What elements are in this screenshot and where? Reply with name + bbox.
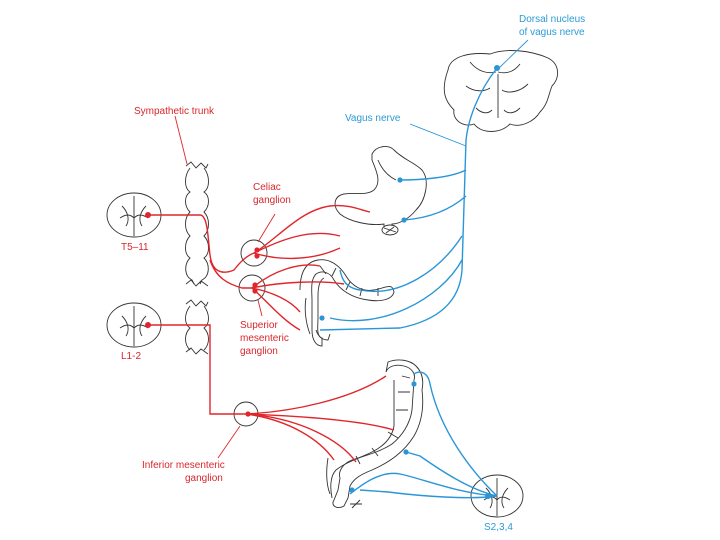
- label-superior-mesenteric: Superior: [240, 320, 278, 331]
- leader-lines: [174, 39, 529, 459]
- colon-icon: [326, 359, 424, 509]
- label-superior-mesenteric-2: mesenteric: [240, 333, 289, 344]
- label-l1-2: L1-2: [121, 351, 141, 362]
- label-inferior-mesenteric: Inferior mesenteric: [142, 460, 225, 471]
- parasympathetic-pathways: [319, 65, 500, 499]
- label-s234: S2,3,4: [484, 522, 513, 533]
- label-dorsal-nucleus: Dorsal nucleus: [519, 14, 585, 25]
- colon-icon: [299, 259, 395, 347]
- label-t5-11: T5–11: [121, 242, 149, 253]
- label-inferior-mesenteric-2: ganglion: [185, 473, 223, 484]
- label-superior-mesenteric-3: ganglion: [240, 346, 278, 357]
- label-sympathetic-trunk: Sympathetic trunk: [134, 106, 215, 117]
- sympathetic-pathways: [145, 204, 395, 463]
- label-celiac-ganglion-2: ganglion: [253, 195, 291, 206]
- sympathetic-chain-icon: [185, 161, 209, 355]
- spinal-cord-section-icon: [106, 192, 162, 238]
- label-celiac-ganglion: Celiac: [253, 182, 281, 193]
- label-vagus-nerve: Vagus nerve: [345, 113, 401, 124]
- brainstem-icon: [443, 50, 558, 132]
- stomach-icon: [334, 146, 427, 236]
- label-dorsal-nucleus-2: of vagus nerve: [519, 27, 585, 38]
